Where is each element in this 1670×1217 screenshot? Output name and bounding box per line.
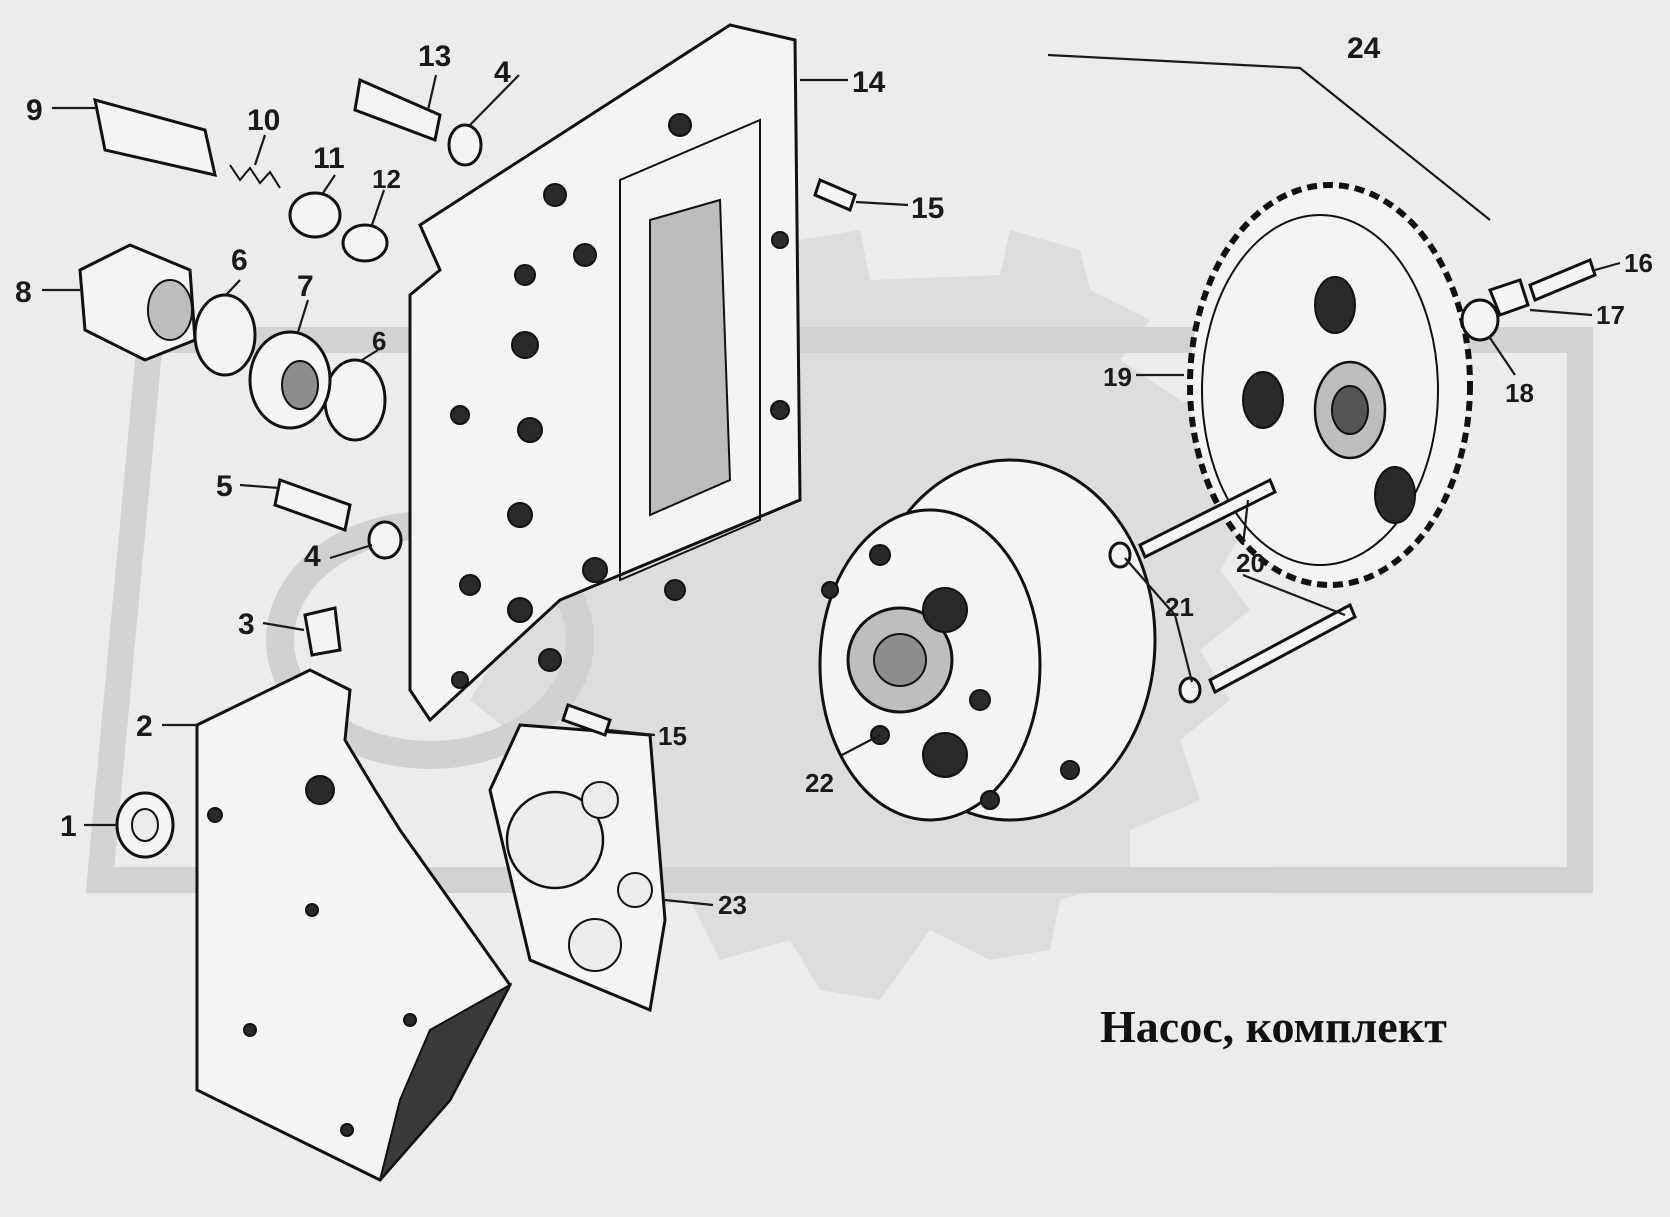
part-20-bolt-lower: [1208, 602, 1357, 695]
callout-7: 7: [297, 270, 314, 303]
part-23-gasket: [488, 723, 667, 1013]
callout-19: 19: [1103, 362, 1132, 392]
callout-8: 8: [15, 276, 32, 309]
part-5-bolt: [273, 478, 352, 532]
callout-4b: 4: [304, 540, 321, 573]
callout-6a: 6: [231, 244, 248, 277]
callout-labels: 1 2 3 4 4 5 6 6 7 8 9 10 11 12 13 14 15 …: [15, 32, 1653, 920]
part-4-washer-mid: [367, 520, 403, 560]
part-9-fitting: [93, 97, 217, 177]
callout-17: 17: [1596, 300, 1625, 330]
part-21-washer-upper: [1108, 541, 1132, 569]
part-21-washer-lower: [1178, 676, 1202, 704]
part-15-pin-bottom: [561, 703, 612, 737]
callout-9: 9: [26, 94, 43, 127]
part-20-bolt-upper: [1138, 477, 1277, 560]
part-17-lock-plate: [1488, 278, 1530, 317]
callout-3: 3: [238, 608, 255, 641]
callout-20: 20: [1236, 548, 1265, 578]
callout-23: 23: [718, 890, 747, 920]
callout-11: 11: [313, 142, 345, 175]
callout-10: 10: [247, 104, 280, 137]
callout-4a: 4: [494, 56, 511, 89]
callout-12: 12: [372, 164, 401, 194]
callout-14: 14: [852, 66, 886, 99]
callout-15b: 15: [658, 721, 687, 751]
callout-15a: 15: [911, 192, 944, 225]
part-15-pin-top: [813, 177, 857, 213]
callout-16: 16: [1624, 248, 1653, 278]
callout-21: 21: [1165, 592, 1194, 622]
diagram-title: Насос, комплект: [1100, 1001, 1447, 1052]
part-2-bracket: [195, 668, 513, 1182]
part-18-washer: [1460, 298, 1500, 342]
part-12-nut: [341, 223, 389, 263]
watermark-frame: [85, 327, 1593, 893]
callout-22: 22: [805, 768, 834, 798]
callout-1: 1: [60, 810, 77, 843]
leader-lines: [42, 53, 1621, 907]
part-10-spring: [229, 164, 281, 189]
part-14-housing-plate: [408, 23, 802, 723]
callout-6b: 6: [372, 326, 386, 356]
part-4-washer-top: [447, 123, 483, 167]
part-16-bolt: [1528, 257, 1597, 303]
part-11-plunger: [288, 191, 342, 239]
callout-24: 24: [1347, 32, 1381, 65]
part-13-bolt: [353, 77, 442, 143]
part-22-pump-body: [818, 458, 1157, 822]
part-19-gear: [1187, 182, 1473, 588]
callout-13: 13: [418, 40, 451, 73]
callout-2: 2: [136, 710, 153, 743]
part-3-plug: [303, 606, 342, 657]
callout-5: 5: [216, 470, 233, 503]
part-6-ring-right: [323, 358, 387, 442]
callout-18: 18: [1505, 378, 1534, 408]
small-parts: [78, 77, 1597, 859]
part-6-ring-left: [193, 293, 257, 377]
